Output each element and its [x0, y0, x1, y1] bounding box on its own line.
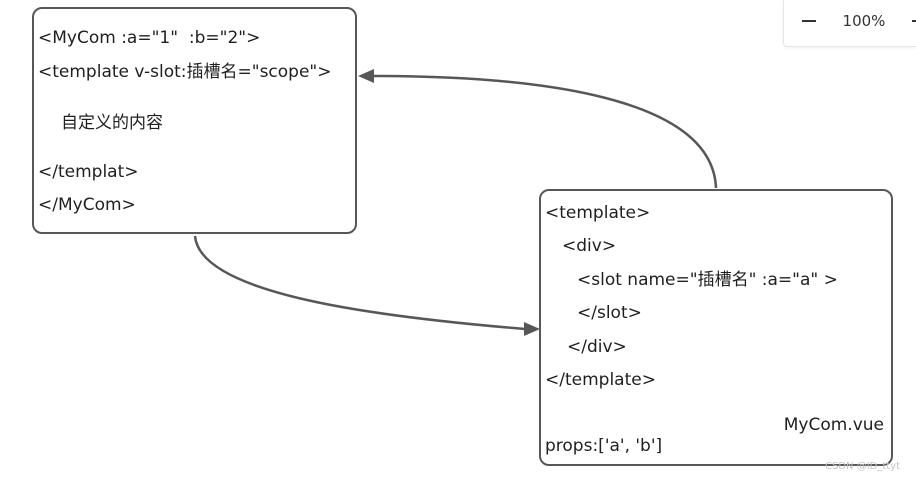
zoom-out-button[interactable] [798, 9, 820, 33]
zoom-level[interactable]: 100% [842, 12, 886, 30]
code-line: </div> [567, 337, 627, 357]
watermark: CSDN @ID_ttyt [825, 461, 901, 472]
code-line: </slot> [577, 303, 642, 323]
code-line: <template v-slot:插槽名="scope"> [38, 62, 332, 82]
code-line: <template> [545, 203, 651, 223]
code-line: <slot name="插槽名" :a="a" > [577, 270, 838, 290]
code-line: 自定义的内容 [61, 113, 163, 133]
file-name-label: MyCom.vue [783, 415, 884, 435]
zoom-toolbar: 100% [783, 0, 916, 47]
code-line: <MyCom :a="1" :b="2"> [38, 28, 261, 48]
code-line: </MyCom> [38, 195, 136, 215]
props-line: props:['a', 'b'] [545, 436, 663, 456]
minus-icon [802, 20, 816, 22]
edge-component-to-usage[interactable] [372, 74, 718, 189]
edge-usage-to-component[interactable] [193, 235, 526, 331]
zoom-in-button[interactable] [908, 9, 916, 33]
code-line: </template> [545, 370, 656, 390]
arrowhead-component [524, 322, 540, 336]
code-line: <div> [562, 236, 617, 256]
component-node[interactable]: <template> <div> <slot name="插槽名" :a="a"… [539, 189, 893, 466]
arrowhead-usage [358, 69, 374, 83]
usage-node[interactable]: <MyCom :a="1" :b="2"> <template v-slot:插… [32, 7, 357, 234]
code-line: </templat> [38, 162, 139, 182]
